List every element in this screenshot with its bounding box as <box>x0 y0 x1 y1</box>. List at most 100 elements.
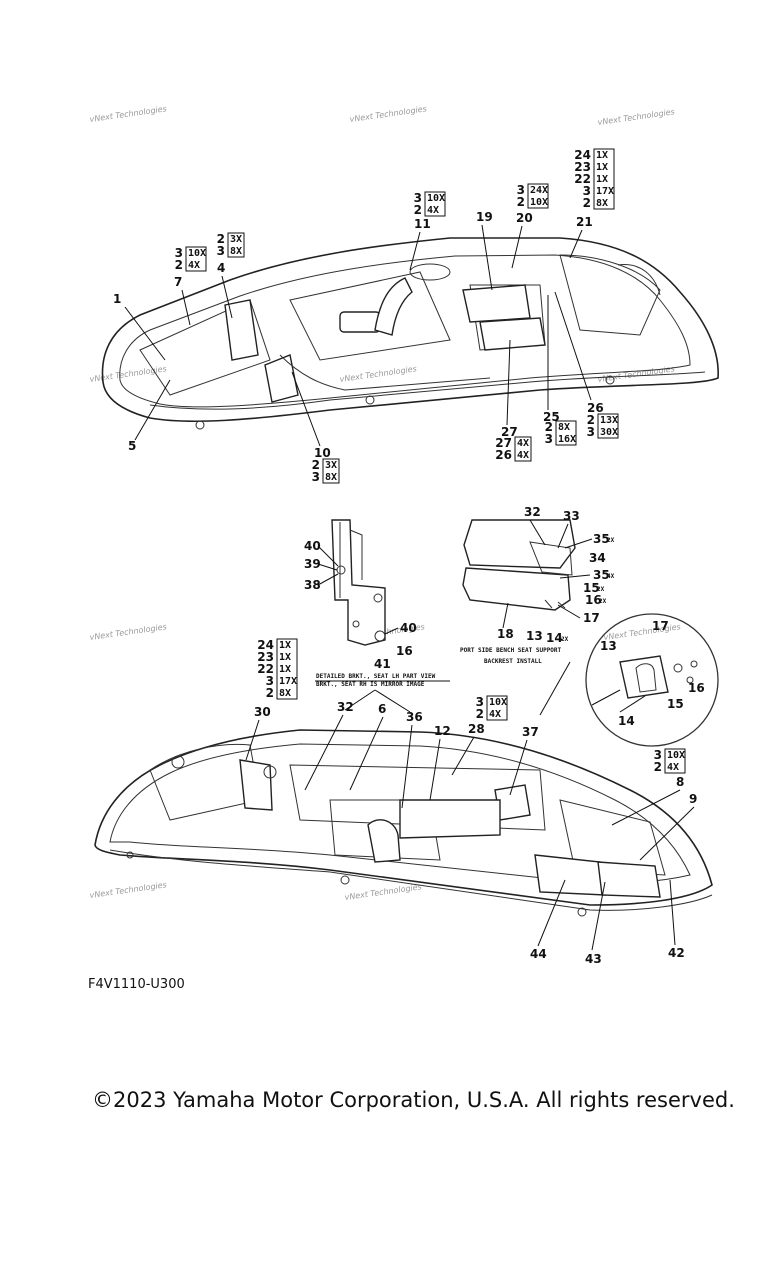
callout-14: 14 <box>546 631 563 645</box>
callout-31: 21 <box>576 215 593 229</box>
qty-part-number: 2 <box>545 420 553 434</box>
qty-part-number: 2 <box>583 196 591 210</box>
qty-part-number: 24 <box>257 638 274 652</box>
qty-part-number: 3 <box>312 470 320 484</box>
qty-box-frame <box>486 695 508 721</box>
suffix-35-4x: 4X <box>607 573 615 580</box>
qty-count: 13X <box>600 415 618 426</box>
bracket-note-2: BRKT., SEAT RH IS MIRROR IMAGE <box>316 681 425 688</box>
callout-16: 16 <box>688 681 705 695</box>
watermark: vNext Technologies <box>89 880 167 900</box>
qty-count: 16X <box>558 434 576 445</box>
qty-part-number: 23 <box>257 650 274 664</box>
callout-12: 12 <box>434 724 451 738</box>
qty-part-number: 3 <box>583 184 591 198</box>
callout-44: 44 <box>530 947 547 961</box>
qty-part-number: 2 <box>312 458 320 472</box>
qty-box-frame <box>664 748 686 774</box>
callout-15: 15 <box>667 697 684 711</box>
callout-18: 18 <box>497 627 514 641</box>
qty-count: 10X <box>667 750 685 761</box>
qty-part-number: 3 <box>517 183 525 197</box>
seat-bracket-detail: 40 39 38 40 16 41 DETAILED BRKT., SEAT L… <box>304 519 450 713</box>
callout-17: 17 <box>583 611 600 625</box>
suffix-15-2x: 2X <box>597 586 605 593</box>
callout-30: 30 <box>254 705 271 719</box>
callout-32: 32 <box>524 505 541 519</box>
diagram-code: F4V1110-U300 <box>88 977 185 992</box>
watermark: vNext Technologies <box>597 107 675 127</box>
qty-count: 1X <box>596 174 608 185</box>
callout-13: 13 <box>600 639 617 653</box>
callout-41: 41 <box>374 657 391 671</box>
backrest-detail: 32 33 35 2X 34 35 4X 15 2X 16 2X 17 18 1… <box>460 505 615 716</box>
qty-count: 1X <box>279 652 291 663</box>
qty-count: 4X <box>489 709 501 720</box>
qty-box-frame <box>227 232 245 258</box>
callout-6: 6 <box>378 702 386 716</box>
qty-count: 8X <box>230 246 242 257</box>
qty-count: 3X <box>230 234 242 245</box>
callout-35: 35 <box>593 568 610 582</box>
qty-part-number: 3 <box>217 244 225 258</box>
callout-8: 8 <box>676 775 684 789</box>
callout-5: 4 <box>217 261 225 275</box>
callout-35: 35 <box>593 532 610 546</box>
suffix-14-2x: 2X <box>561 636 569 643</box>
watermark: vNext Technologies <box>89 104 167 124</box>
qty-count: 1X <box>596 150 608 161</box>
watermark: vNext Technologies <box>344 882 422 902</box>
suffix-16-2x: 2X <box>599 598 607 605</box>
callout-37: 36 <box>406 710 423 724</box>
qty-part-number: 2 <box>587 413 595 427</box>
qty-part-number: 3 <box>266 674 274 688</box>
callout-36: 32 <box>337 700 354 714</box>
qty-part-number: 2 <box>414 203 422 217</box>
copyright-notice: ©2023 Yamaha Motor Corporation, U.S.A. A… <box>92 1088 735 1112</box>
qty-box-frame <box>593 148 615 210</box>
qty-count: 4X <box>188 260 200 271</box>
qty-count: 10X <box>188 248 206 259</box>
callout-16: 16 <box>585 593 602 607</box>
callout-13: 13 <box>526 629 543 643</box>
qty-count: 24X <box>530 185 548 196</box>
qty-part-number: 22 <box>257 662 274 676</box>
bottom-boat-drawing <box>94 729 713 917</box>
callout-9: 9 <box>689 792 697 806</box>
qty-count: 8X <box>325 472 337 483</box>
callout-20: 19 <box>476 210 493 224</box>
bracket-note-1: DETAILED BRKT., SEAT LH PART VIEW <box>316 673 436 680</box>
callout-32: 37 <box>522 725 539 739</box>
qty-part-number: 3 <box>175 246 183 260</box>
callout-38: 38 <box>304 578 321 592</box>
qty-count: 4X <box>517 450 529 461</box>
callout-40: 40 <box>304 539 321 553</box>
qty-part-number: 24 <box>574 148 591 162</box>
qty-count: 1X <box>279 664 291 675</box>
backrest-note-2: BACKREST INSTALL <box>484 658 542 665</box>
callout-25: 27 <box>501 425 518 439</box>
qty-part-number: 3 <box>476 695 484 709</box>
qty-count: 17X <box>596 186 614 197</box>
qty-count: 4X <box>427 205 439 216</box>
backrest-note-1: PORT SIDE BENCH SEAT SUPPORT <box>460 647 562 654</box>
qty-part-number: 2 <box>517 195 525 209</box>
qty-part-number: 2 <box>654 760 662 774</box>
qty-count: 4X <box>517 438 529 449</box>
callout-29: 11 <box>414 217 431 231</box>
qty-count: 10X <box>427 193 445 204</box>
callout-7: 5 <box>128 439 136 453</box>
qty-box-frame <box>514 436 532 462</box>
callout-14: 14 <box>618 714 635 728</box>
qty-box-frame <box>597 413 619 439</box>
